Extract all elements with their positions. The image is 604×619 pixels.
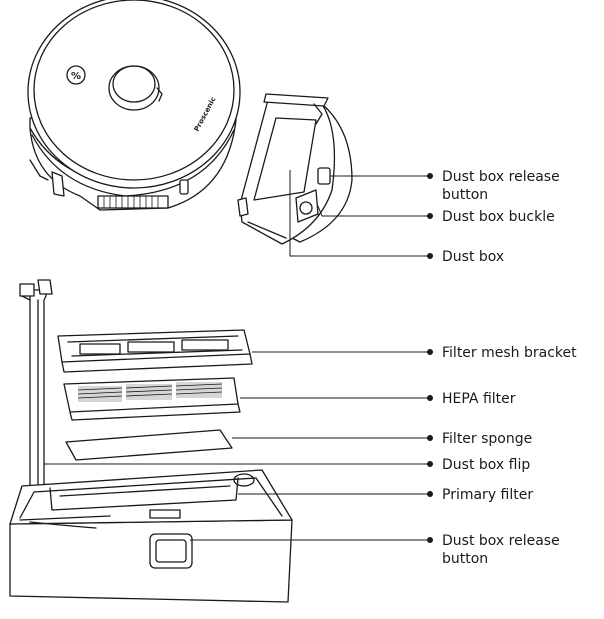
exploded-dust-box-illustration [9,279,293,603]
dust-box-illustration [237,93,353,245]
filter-sponge-part [65,429,233,461]
label-filter-sponge: Filter sponge [442,431,532,447]
label-dust-box-release-button-top-line2: button [442,187,488,203]
percent-icon: % [71,71,81,82]
label-primary-filter: Primary filter [442,487,533,503]
leader-lines [44,170,430,541]
callout-dots [427,173,433,543]
label-dust-box-release-button-bottom-line2: button [442,551,488,567]
label-hepa-filter: HEPA filter [442,391,516,407]
label-dust-box-buckle: Dust box buckle [442,209,555,225]
label-dust-box-flip: Dust box flip [442,457,530,473]
callout-labels: Dust box release button Dust box buckle … [442,169,577,567]
dust-box-base-part [9,469,293,603]
label-dust-box-release-button-bottom-line1: Dust box release [442,533,560,549]
label-filter-mesh-bracket: Filter mesh bracket [442,345,577,361]
robot-vacuum-illustration: % Proscenic [27,0,241,211]
label-dust-box: Dust box [442,249,504,265]
hepa-filter-part [63,377,241,421]
label-dust-box-release-button-top-line1: Dust box release [442,169,560,185]
filter-mesh-bracket-part [57,329,253,373]
